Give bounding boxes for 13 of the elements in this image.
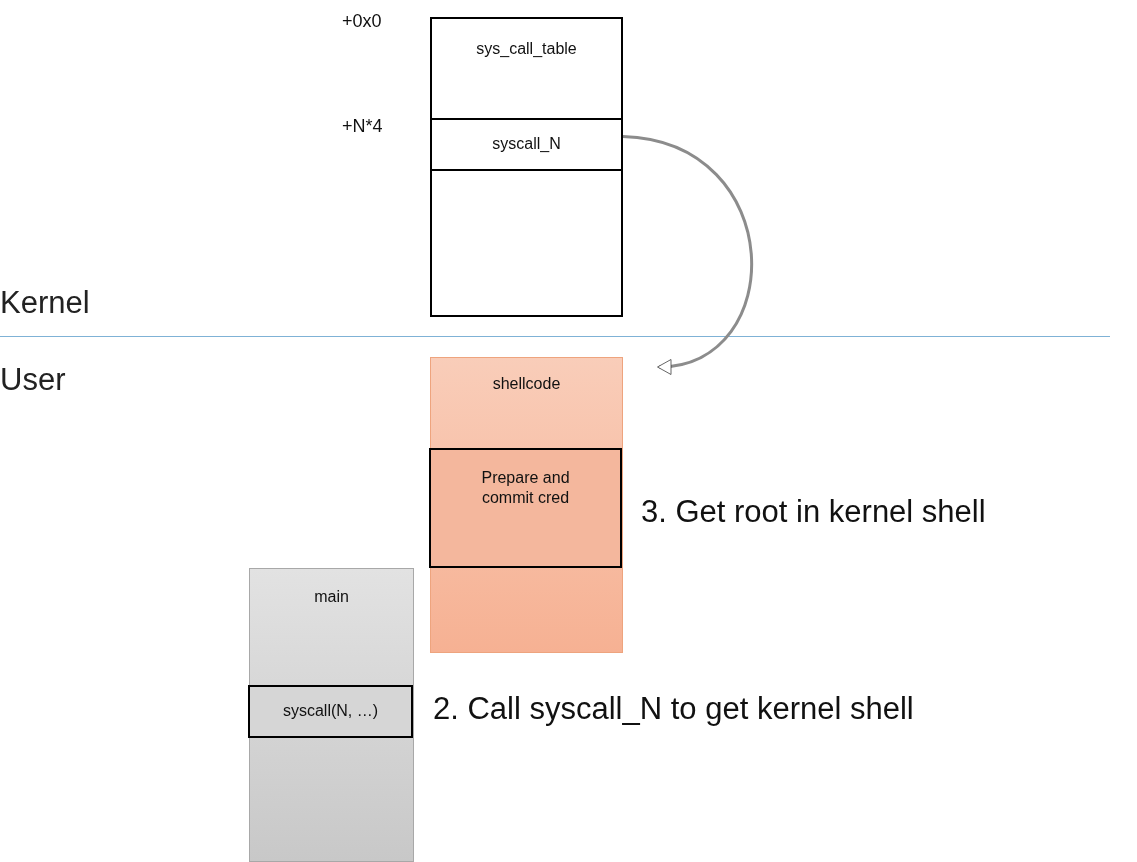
annotation-text: 3. Get root in kernel shell <box>641 494 986 530</box>
box-text: syscall(N, …) <box>281 701 380 721</box>
box-text: shellcode <box>491 374 562 394</box>
box-text: Prepare and commit cred <box>480 468 571 508</box>
annotation-text: 2. Call syscall_N to get kernel shell <box>433 691 914 727</box>
region-label: Kernel <box>0 285 90 321</box>
curved-arrow <box>622 135 753 373</box>
box-text: main <box>313 587 350 607</box>
region-label: User <box>0 362 66 398</box>
box-text: sys_call_table <box>475 39 578 59</box>
annotation-text: +0x0 <box>342 11 382 32</box>
annotation-text: +N*4 <box>342 116 383 137</box>
box-text: syscall_N <box>491 134 562 154</box>
